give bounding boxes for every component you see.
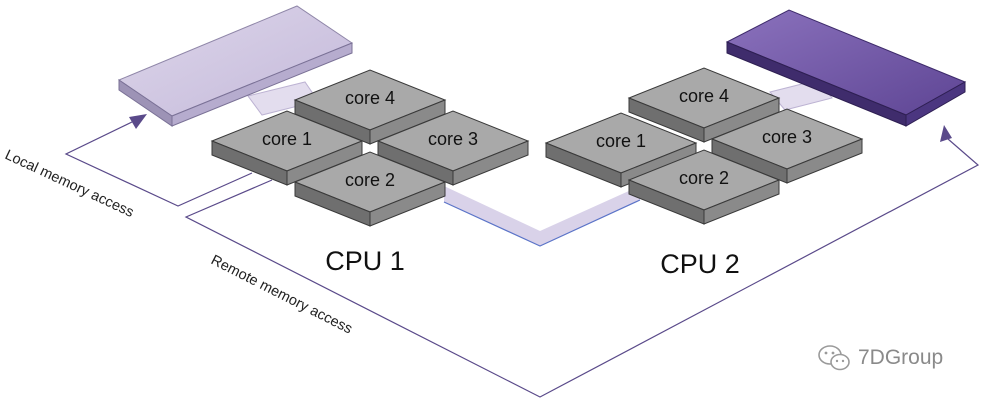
core-label: core 1 <box>262 129 312 149</box>
cpu1-core-4: core 4 <box>293 69 447 145</box>
watermark: 7DGroup <box>818 345 943 371</box>
cpu1-label: CPU 1 <box>325 246 405 276</box>
local-access-label: Local memory access <box>2 147 136 221</box>
cpu2-label: CPU 2 <box>660 249 740 279</box>
cpu2-cores: core 4 core 1 core 3 core 2 <box>544 67 864 225</box>
core-label: core 2 <box>345 170 395 190</box>
memory-block-cpu2 <box>725 9 967 127</box>
cpu2-core-2: core 2 <box>627 149 781 225</box>
core-label: core 1 <box>596 131 646 151</box>
cpu2-core-4: core 4 <box>627 67 781 143</box>
core-label: core 3 <box>762 127 812 147</box>
local-arrowhead <box>129 114 147 129</box>
core-label: core 2 <box>679 168 729 188</box>
local-access-path <box>64 114 253 207</box>
cpu1-core-2: core 2 <box>293 151 447 227</box>
remote-arrowhead <box>940 125 952 142</box>
wechat-icon <box>818 345 850 371</box>
cpu1-core-3: core 3 <box>376 110 530 186</box>
core-label: core 4 <box>679 86 729 106</box>
cpu1-cores: core 4 core 1 core 3 core 2 <box>210 69 530 227</box>
core-label: core 3 <box>428 129 478 149</box>
cpu1-core-1: core 1 <box>210 110 364 186</box>
core-label: core 4 <box>345 88 395 108</box>
memory-block-cpu1 <box>117 5 354 127</box>
remote-access-path <box>184 125 980 398</box>
cpu-interconnect <box>443 186 641 247</box>
cpu2-core-3: core 3 <box>710 108 864 184</box>
watermark-text: 7DGroup <box>858 346 943 369</box>
